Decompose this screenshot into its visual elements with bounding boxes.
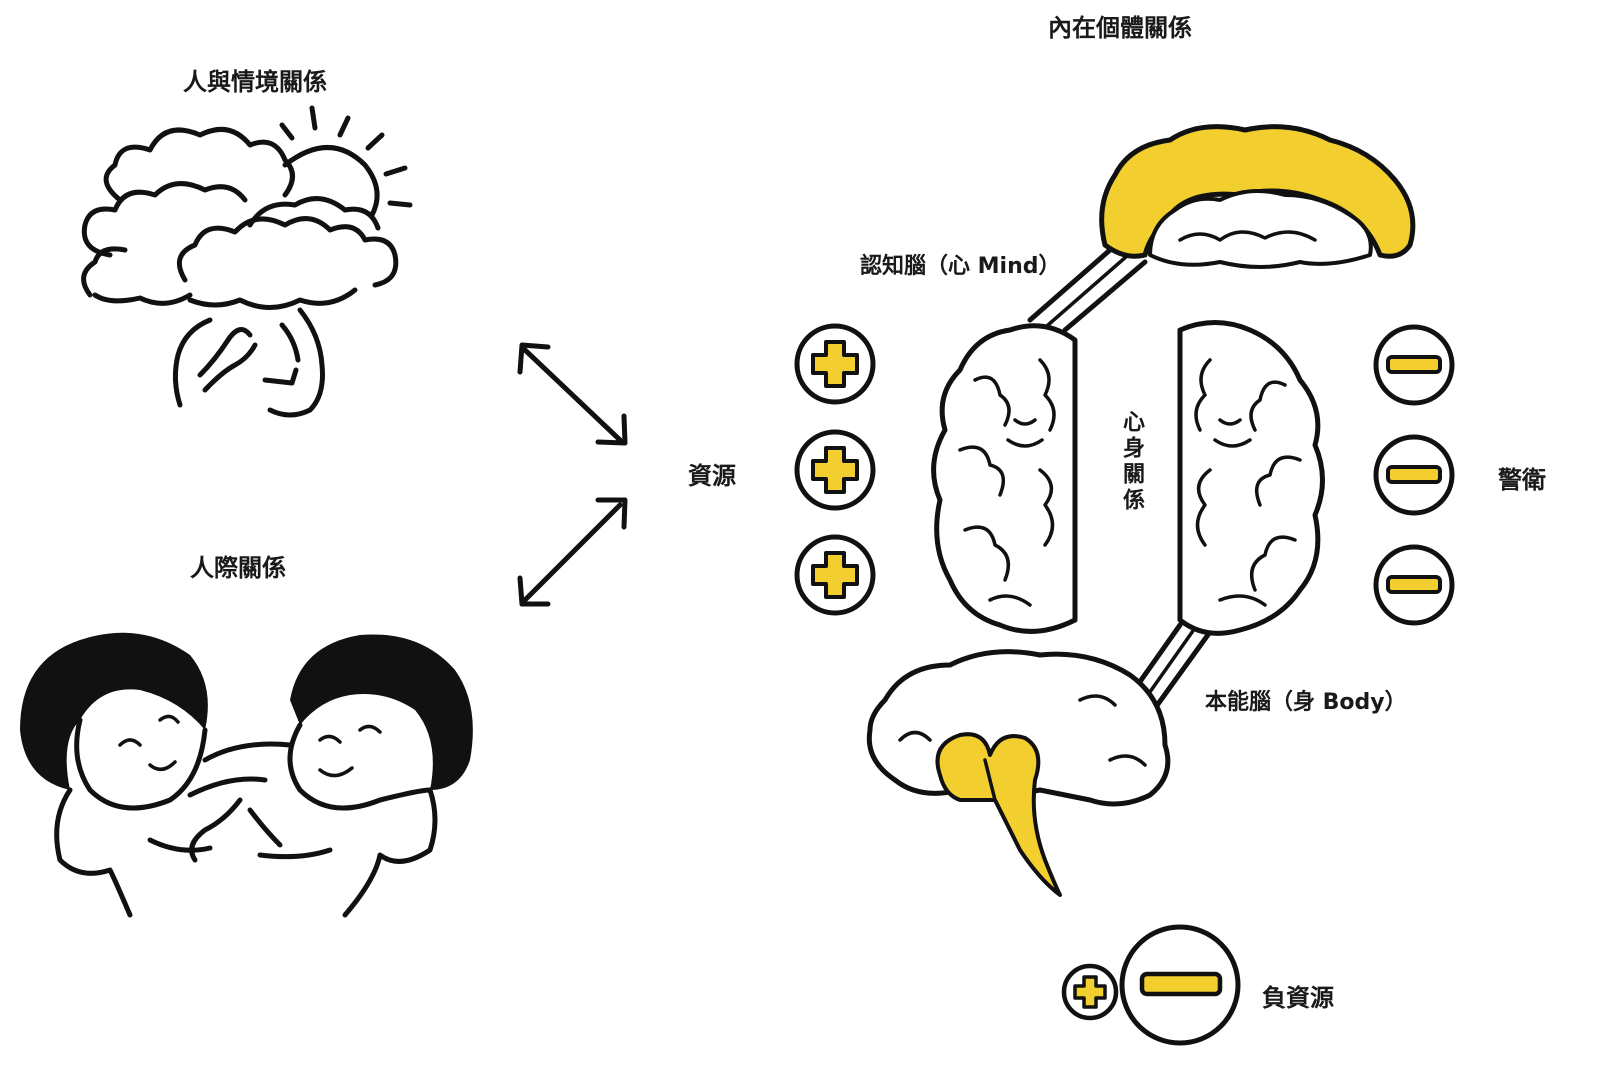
plus-circle-icon: [794, 429, 876, 511]
brain-left-hemisphere-icon: [931, 323, 1078, 634]
plus-circle-icon: [794, 534, 876, 616]
cognitive-brain-label: 認知腦（心 Mind）: [860, 254, 1061, 279]
interpersonal-relation-label: 人際關係: [190, 554, 286, 582]
double-arrow-icon: [517, 497, 628, 607]
plus-circle-icon: [794, 323, 876, 405]
two-people-icon: [20, 632, 473, 918]
minus-circle-icon: [1373, 324, 1455, 406]
double-arrow-icon: [517, 342, 628, 446]
alert-label: 警衛: [1498, 466, 1546, 494]
instinct-brain-label: 本能腦（身 Body）: [1205, 690, 1407, 715]
cloud-icon: [81, 126, 399, 310]
sun-icon: [279, 105, 413, 218]
minus-circle-icon: [1373, 434, 1455, 516]
small-plus-circle-icon: [1061, 963, 1119, 1021]
negative-resource-label: 負資源: [1262, 984, 1334, 1012]
minus-circle-icon: [1373, 544, 1455, 626]
instinct-brain-icon: [866, 649, 1171, 897]
mind-body-label: 心身關係: [1119, 410, 1144, 514]
brain-right-hemisphere-icon: [1177, 320, 1325, 636]
person-icon: [172, 307, 325, 418]
situation-relation-label: 人與情境關係: [183, 68, 327, 96]
inner-relation-label: 內在個體關係: [1048, 14, 1192, 42]
large-minus-circle-icon: [1119, 924, 1241, 1046]
cognitive-brain-icon: [1099, 124, 1416, 269]
resource-label: 資源: [688, 462, 736, 490]
